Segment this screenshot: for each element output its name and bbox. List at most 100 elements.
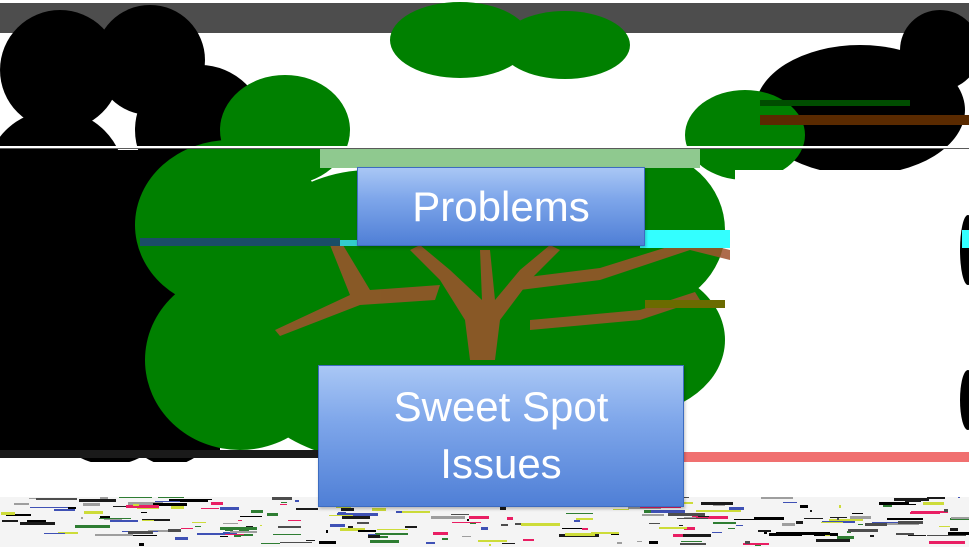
noise-fragment	[908, 535, 926, 536]
noise-fragment	[58, 532, 78, 534]
noise-fragment	[613, 509, 629, 510]
noise-fragment	[948, 532, 969, 535]
noise-fragment	[319, 541, 336, 544]
noise-fragment	[698, 516, 709, 517]
noise-fragment	[896, 533, 914, 535]
noise-fragment	[195, 526, 201, 527]
noise-fragment	[713, 522, 736, 524]
noise-fragment	[523, 539, 534, 541]
noise-fragment	[644, 510, 652, 513]
problems-label: Problems	[357, 167, 645, 246]
noise-fragment	[692, 516, 728, 519]
artifact-strip-dark	[140, 238, 340, 246]
noise-fragment	[783, 502, 797, 503]
noise-fragment	[1, 512, 15, 515]
noise-fragment	[137, 508, 159, 509]
noise-fragment	[278, 526, 301, 528]
noise-fragment	[272, 497, 292, 500]
noise-fragment	[743, 543, 769, 545]
noise-fragment	[358, 530, 376, 532]
ground-noise	[1, 497, 969, 546]
noise-fragment	[402, 511, 430, 513]
noise-fragment	[729, 507, 744, 510]
noise-fragment	[745, 541, 750, 544]
noise-fragment	[839, 505, 841, 508]
noise-fragment	[951, 517, 969, 519]
noise-fragment	[379, 536, 388, 538]
noise-fragment	[95, 534, 133, 536]
noise-fragment	[451, 514, 469, 515]
noise-fragment	[168, 529, 181, 532]
noise-fragment	[246, 526, 253, 527]
noise-fragment	[927, 497, 945, 499]
noise-fragment	[296, 508, 318, 510]
noise-fragment	[754, 517, 784, 520]
artifact-strip-red	[684, 452, 969, 462]
noise-fragment	[30, 507, 68, 508]
noise-fragment	[405, 526, 417, 528]
noise-fragment	[582, 528, 588, 530]
noise-fragment	[175, 499, 212, 500]
noise-fragment	[736, 525, 743, 526]
noise-fragment	[640, 506, 681, 508]
noise-fragment	[776, 532, 814, 535]
noise-fragment	[171, 506, 184, 509]
noise-fragment	[825, 535, 830, 536]
noise-fragment	[280, 542, 312, 543]
noise-fragment	[241, 534, 253, 536]
noise-fragment	[905, 501, 921, 502]
noise-fragment	[837, 536, 854, 539]
noise-fragment	[139, 543, 144, 546]
noise-fragment	[110, 520, 138, 522]
noise-fragment	[295, 500, 299, 502]
noise-fragment	[642, 514, 664, 516]
noise-fragment	[431, 516, 465, 519]
bottom-dark-line	[0, 450, 320, 458]
noise-fragment	[469, 516, 489, 519]
noise-fragment	[148, 530, 177, 532]
noise-fragment	[337, 513, 378, 516]
noise-fragment	[306, 540, 315, 541]
artifact-white-right	[735, 170, 969, 450]
separator-line-1	[0, 146, 969, 148]
noise-fragment	[800, 505, 808, 508]
noise-fragment	[887, 518, 923, 520]
noise-fragment	[681, 541, 702, 542]
noise-fragment	[478, 540, 507, 542]
noise-fragment	[801, 532, 830, 534]
noise-fragment	[6, 514, 31, 516]
noise-fragment	[215, 534, 244, 535]
noise-fragment	[141, 512, 147, 513]
noise-fragment	[239, 528, 249, 531]
noise-fragment	[796, 521, 803, 524]
noise-fragment	[944, 509, 948, 512]
noise-fragment	[326, 530, 328, 533]
artifact-strip-cyan-right	[962, 230, 969, 248]
noise-fragment	[142, 519, 170, 521]
noise-fragment	[958, 497, 960, 498]
noise-fragment	[128, 502, 163, 505]
sweet-spot-issues-label: Sweet Spot Issues	[318, 365, 684, 507]
noise-fragment	[591, 532, 619, 534]
noise-fragment	[821, 522, 843, 523]
noise-fragment	[238, 520, 242, 521]
noise-fragment	[481, 527, 488, 530]
noise-fragment	[370, 540, 399, 543]
noise-fragment	[467, 519, 469, 521]
noise-fragment	[134, 533, 149, 534]
noise-fragment	[281, 502, 287, 503]
noise-fragment	[903, 504, 916, 505]
noise-fragment	[336, 506, 351, 508]
noise-fragment	[814, 533, 838, 536]
noise-fragment	[342, 516, 370, 519]
noise-fragment	[54, 509, 75, 511]
noise-fragment	[211, 502, 223, 505]
noise-fragment	[850, 516, 871, 519]
noise-fragment	[804, 518, 823, 519]
noise-fragment	[120, 535, 157, 536]
canopy-top	[390, 2, 630, 79]
artifact-strip-green-dark	[760, 100, 910, 106]
noise-fragment	[340, 528, 365, 531]
artifact-strip-cyan	[640, 230, 730, 248]
noise-fragment	[764, 532, 767, 534]
